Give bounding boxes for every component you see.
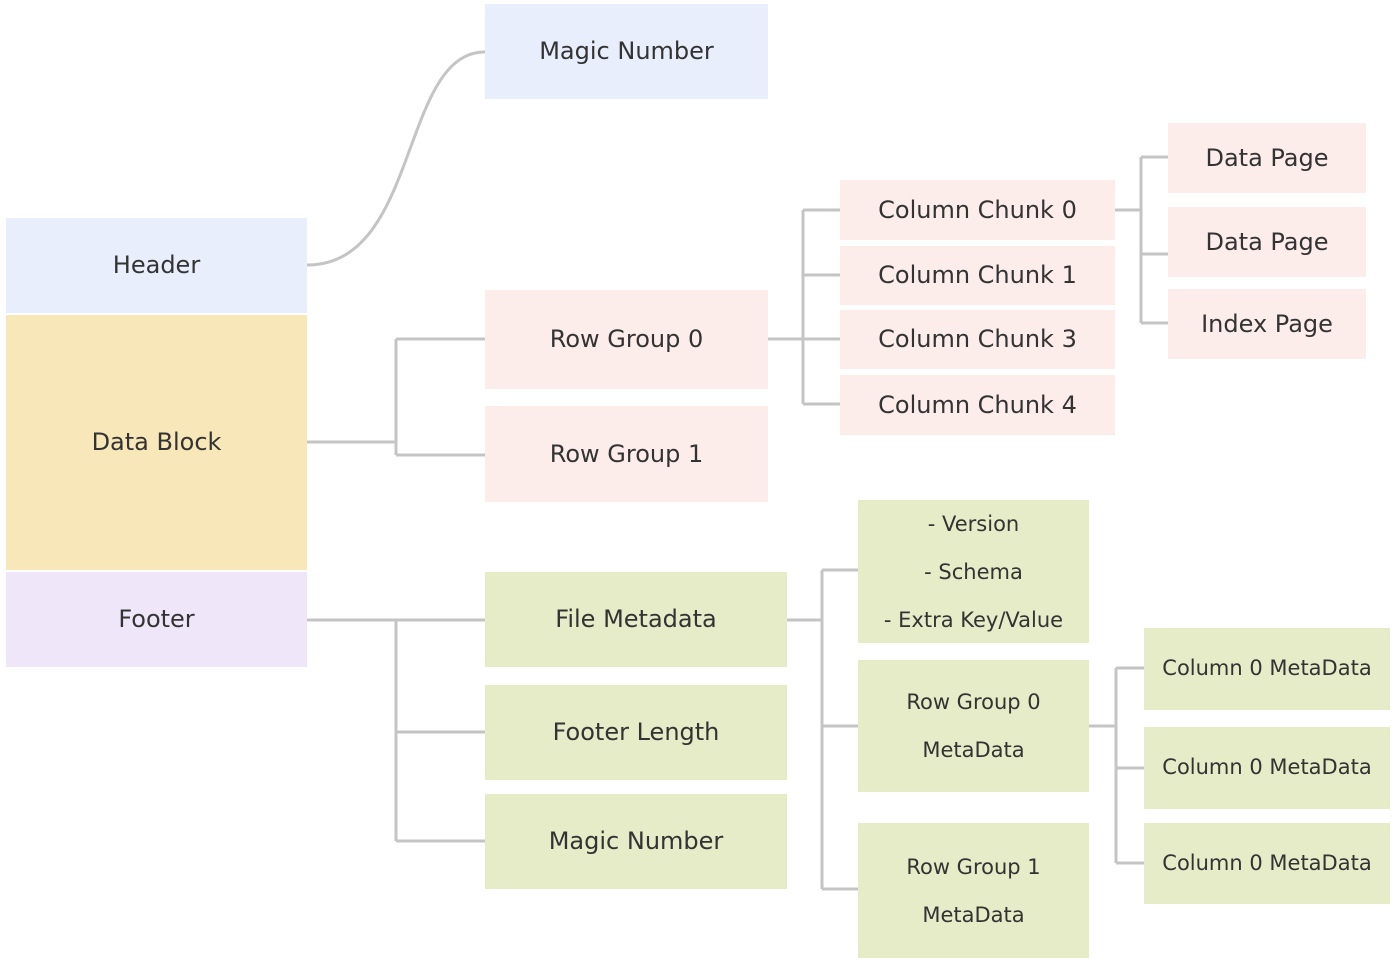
magic-number-label: Magic Number — [539, 37, 714, 66]
footer-length-label: Footer Length — [552, 718, 720, 747]
column-chunk-node: Column Chunk 4 — [840, 375, 1115, 435]
row-group-0-label: Row Group 0 — [549, 325, 704, 354]
column-chunk-node: Column Chunk 0 — [840, 180, 1115, 240]
column-metadata-label: Column 0 MetaData — [1162, 850, 1372, 875]
index-page-node: Index Page — [1168, 289, 1366, 359]
column-chunk-node: Column Chunk 3 — [840, 310, 1115, 369]
row-group-1-label: Row Group 1 — [549, 439, 704, 468]
connector-rg0meta-columns — [1089, 666, 1144, 865]
page-label: Data Page — [1205, 227, 1329, 256]
column-metadata-node: Column 0 MetaData — [1144, 727, 1390, 809]
row-group-1-metadata-node: Row Group 1 MetaData — [858, 823, 1089, 958]
row-group-0-metadata-sublabel: MetaData — [922, 738, 1025, 762]
row-group-0-metadata-node: Row Group 0 MetaData — [858, 660, 1089, 792]
header-block: Header — [6, 218, 307, 313]
column-metadata-node: Column 0 MetaData — [1144, 823, 1390, 904]
magic-number-header-node: Magic Number — [485, 4, 768, 99]
data-block: Data Block — [6, 315, 307, 570]
file-metadata-label: File Metadata — [555, 605, 717, 634]
connector-filemeta-children — [787, 568, 858, 891]
footer-length-node: Footer Length — [485, 685, 787, 780]
data-block-label: Data Block — [91, 428, 222, 457]
version-label: - Version — [927, 511, 1020, 536]
connector-footer-children — [307, 618, 485, 843]
connector-datablock-rowgroups — [307, 337, 485, 457]
column-metadata-label: Column 0 MetaData — [1162, 755, 1372, 780]
data-page-node: Data Page — [1168, 123, 1366, 193]
column-chunk-label: Column Chunk 3 — [878, 325, 1077, 354]
extra-key-value-label: - Extra Key/Value — [883, 607, 1064, 632]
column-metadata-node: Column 0 MetaData — [1144, 628, 1390, 710]
row-group-1-metadata-label: Row Group 1 — [906, 854, 1041, 879]
column-chunk-node: Column Chunk 1 — [840, 246, 1115, 305]
row-group-1-node: Row Group 1 — [485, 406, 768, 502]
footer-label: Footer — [118, 605, 195, 634]
schema-label: - Schema — [924, 559, 1023, 584]
file-metadata-node: File Metadata — [485, 572, 787, 667]
connector-rowgroup-chunks — [768, 208, 840, 406]
row-group-1-metadata-sublabel: MetaData — [922, 902, 1025, 927]
column-chunk-label: Column Chunk 4 — [878, 390, 1077, 419]
column-chunk-label: Column Chunk 1 — [878, 261, 1077, 290]
connector-header-magic — [306, 50, 486, 267]
magic-number-footer-node: Magic Number — [485, 794, 787, 889]
column-metadata-label: Column 0 MetaData — [1162, 656, 1372, 681]
page-label: Index Page — [1201, 309, 1333, 338]
column-chunk-label: Column Chunk 0 — [878, 195, 1077, 224]
magic-number-label: Magic Number — [548, 827, 724, 856]
data-page-node: Data Page — [1168, 207, 1366, 277]
row-group-0-node: Row Group 0 — [485, 290, 768, 389]
page-label: Data Page — [1205, 143, 1329, 172]
file-metadata-details-node: - Version - Schema - Extra Key/Value — [858, 500, 1089, 643]
connector-chunk-pages — [1115, 155, 1168, 325]
row-group-0-metadata-label: Row Group 0 — [906, 690, 1041, 714]
footer-block: Footer — [6, 572, 307, 667]
header-label: Header — [112, 251, 201, 280]
